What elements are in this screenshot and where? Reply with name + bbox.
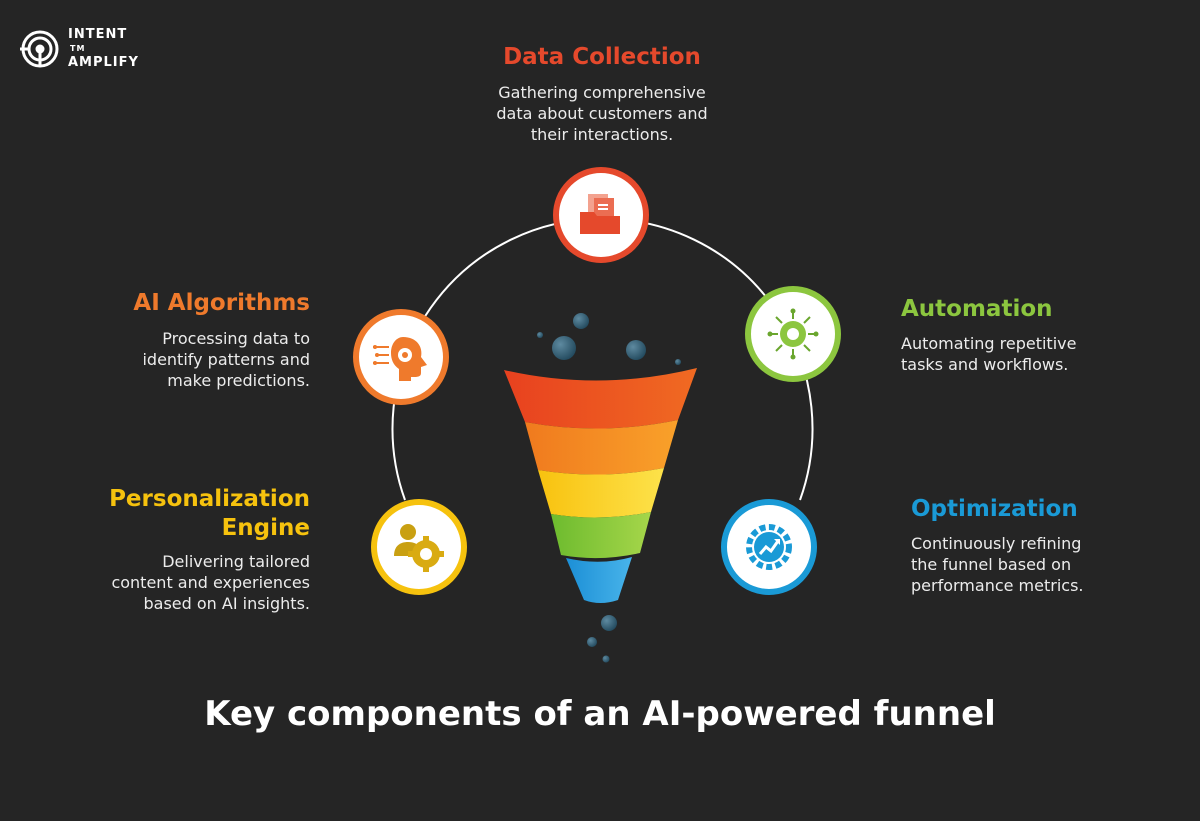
- personalization-engine-desc: Delivering tailored content and experien…: [40, 551, 310, 614]
- desc-line: Gathering comprehensive: [498, 83, 706, 102]
- desc-line: performance metrics.: [911, 576, 1084, 595]
- automation-node: [745, 286, 841, 382]
- desc-line: Continuously refining: [911, 534, 1082, 553]
- desc-line: identify patterns and: [142, 350, 310, 369]
- personalization-engine-node: [371, 499, 467, 595]
- funnel: [504, 368, 697, 603]
- gear-trend-icon: [746, 524, 792, 570]
- desc-line: make predictions.: [167, 371, 310, 390]
- brand-name: INTENT TM AMPLIFY: [68, 28, 139, 70]
- optimization-node: [721, 499, 817, 595]
- brand-logo: INTENT TM AMPLIFY: [20, 28, 139, 70]
- desc-line: Delivering tailored: [162, 552, 310, 571]
- title-line: Personalization: [109, 486, 310, 512]
- folder-documents-icon: [580, 194, 620, 234]
- ai-head-gear-icon: [373, 337, 427, 381]
- bubbles-top: [537, 313, 681, 365]
- brand-line2: AMPLIFY: [68, 55, 139, 70]
- ai-algorithms-block: AI Algorithms Processing data to identif…: [60, 289, 310, 391]
- desc-line: Automating repetitive: [901, 334, 1077, 353]
- desc-line: data about customers and: [496, 104, 708, 123]
- personalization-engine-block: Personalization Engine Delivering tailor…: [40, 485, 310, 614]
- data-collection-block: Data Collection Gathering comprehensive …: [440, 43, 764, 145]
- brand-tm: TM: [70, 44, 86, 53]
- automation-desc: Automating repetitive tasks and workflow…: [901, 333, 1161, 375]
- ai-algorithms-node: [353, 309, 449, 405]
- optimization-title: Optimization: [911, 496, 1078, 522]
- title-line: Engine: [221, 515, 310, 541]
- desc-line: the funnel based on: [911, 555, 1072, 574]
- desc-line: based on AI insights.: [143, 594, 310, 613]
- optimization-desc: Continuously refining the funnel based o…: [911, 533, 1171, 596]
- desc-line: content and experiences: [111, 573, 310, 592]
- user-gear-icon: [394, 524, 444, 572]
- automation-block: Automation Automating repetitive tasks a…: [901, 295, 1161, 375]
- gear-circuit-icon: [767, 308, 819, 360]
- desc-line: Processing data to: [162, 329, 310, 348]
- personalization-engine-title: Personalization Engine: [40, 485, 310, 543]
- brand-line1: INTENT: [68, 27, 128, 42]
- automation-title: Automation: [901, 296, 1053, 322]
- optimization-block: Optimization Continuously refining the f…: [911, 495, 1171, 596]
- desc-line: tasks and workflows.: [901, 355, 1069, 374]
- data-collection-desc: Gathering comprehensive data about custo…: [440, 82, 764, 145]
- page-title: Key components of an AI-powered funnel: [204, 694, 996, 734]
- ai-algorithms-desc: Processing data to identify patterns and…: [60, 328, 310, 391]
- data-collection-title: Data Collection: [503, 44, 701, 70]
- data-collection-node: [553, 167, 649, 263]
- desc-line: their interactions.: [530, 125, 674, 144]
- bubbles-bottom: [587, 615, 617, 663]
- target-logo-icon: [20, 30, 59, 68]
- ai-algorithms-title: AI Algorithms: [133, 290, 310, 316]
